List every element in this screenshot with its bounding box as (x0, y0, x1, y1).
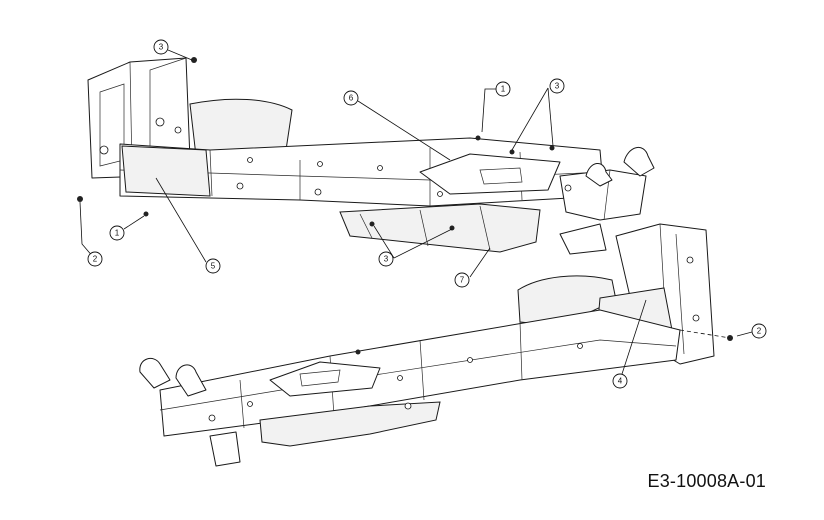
callout-3-bottom: 3 (378, 251, 394, 267)
svg-text:7: 7 (460, 276, 465, 285)
callout-4: 4 (612, 373, 628, 389)
svg-text:2: 2 (93, 255, 98, 264)
callout-1-top: 1 (495, 81, 511, 97)
leader-lines (79, 49, 753, 375)
callout-7: 7 (454, 272, 470, 288)
callout-3-top: 3 (153, 39, 169, 55)
svg-text:3: 3 (384, 255, 389, 264)
upper-frame-assembly (77, 57, 655, 255)
callout-5: 5 (205, 258, 221, 274)
callout-2-left: 2 (87, 251, 103, 267)
callout-6: 6 (343, 90, 359, 106)
svg-text:3: 3 (555, 82, 560, 91)
callout-1-left: 1 (109, 225, 125, 241)
svg-text:6: 6 (349, 94, 354, 103)
svg-text:3: 3 (159, 43, 164, 52)
drawing-code-label: E3-10008A-01 (647, 471, 766, 491)
svg-text:2: 2 (757, 327, 762, 336)
lower-frame-assembly (139, 223, 733, 467)
callout-2-right: 2 (751, 323, 767, 339)
svg-text:5: 5 (211, 262, 216, 271)
svg-text:1: 1 (501, 85, 506, 94)
svg-text:1: 1 (115, 229, 120, 238)
svg-text:4: 4 (618, 377, 623, 386)
callout-3-right: 3 (549, 78, 565, 94)
